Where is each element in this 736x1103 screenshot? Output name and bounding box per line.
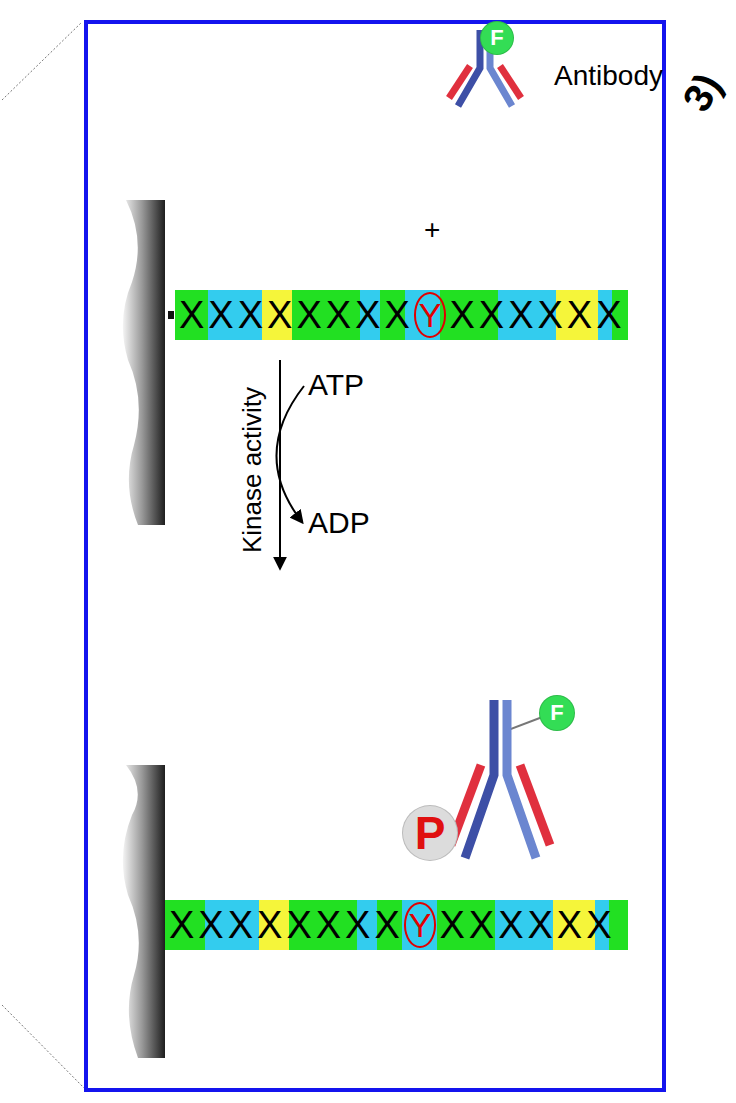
- tyrosine-oval: Y: [414, 292, 447, 338]
- residue-sequence: XXXXXXXX: [179, 296, 414, 334]
- residue-letter: Y: [419, 298, 442, 332]
- tyrosine-oval: Y: [404, 902, 437, 948]
- residue-letter: Y: [409, 908, 432, 942]
- panel-number: 3): [676, 67, 728, 118]
- peptide-bar: XXXXXXXXYXXXXXX: [165, 900, 628, 950]
- residue-sequence: XXXXXX: [439, 906, 615, 944]
- symbol-letter: P: [415, 810, 446, 856]
- phosphate-circle: P: [402, 805, 458, 861]
- symbol-letter: F: [550, 702, 563, 724]
- symbol-letter: F: [490, 27, 503, 49]
- solid-surface: [123, 200, 165, 525]
- guide-line: [2, 1005, 88, 1092]
- residue-sequence: XXXXXX: [449, 296, 625, 334]
- fluorophore-circle: F: [539, 695, 575, 731]
- cofactor-label: ATP: [308, 370, 364, 400]
- fluorophore-circle: F: [480, 21, 514, 55]
- plus-sign: +: [424, 216, 440, 244]
- antibody-icon: [451, 700, 550, 858]
- linker: [168, 311, 174, 319]
- peptide-bar: XXXXXXXXYXXXXXX: [175, 290, 628, 340]
- process-label: Kinase activity: [239, 387, 265, 553]
- frame: [86, 22, 664, 1090]
- cofactor-arrow: [276, 386, 304, 522]
- residue-sequence: XXXXXXXX: [169, 906, 404, 944]
- solid-surface: [123, 765, 165, 1058]
- reaction-arrow: [279, 360, 281, 568]
- guide-line: [2, 22, 82, 100]
- antibody-label: Antibody: [554, 62, 663, 90]
- product-label: ADP: [308, 508, 370, 538]
